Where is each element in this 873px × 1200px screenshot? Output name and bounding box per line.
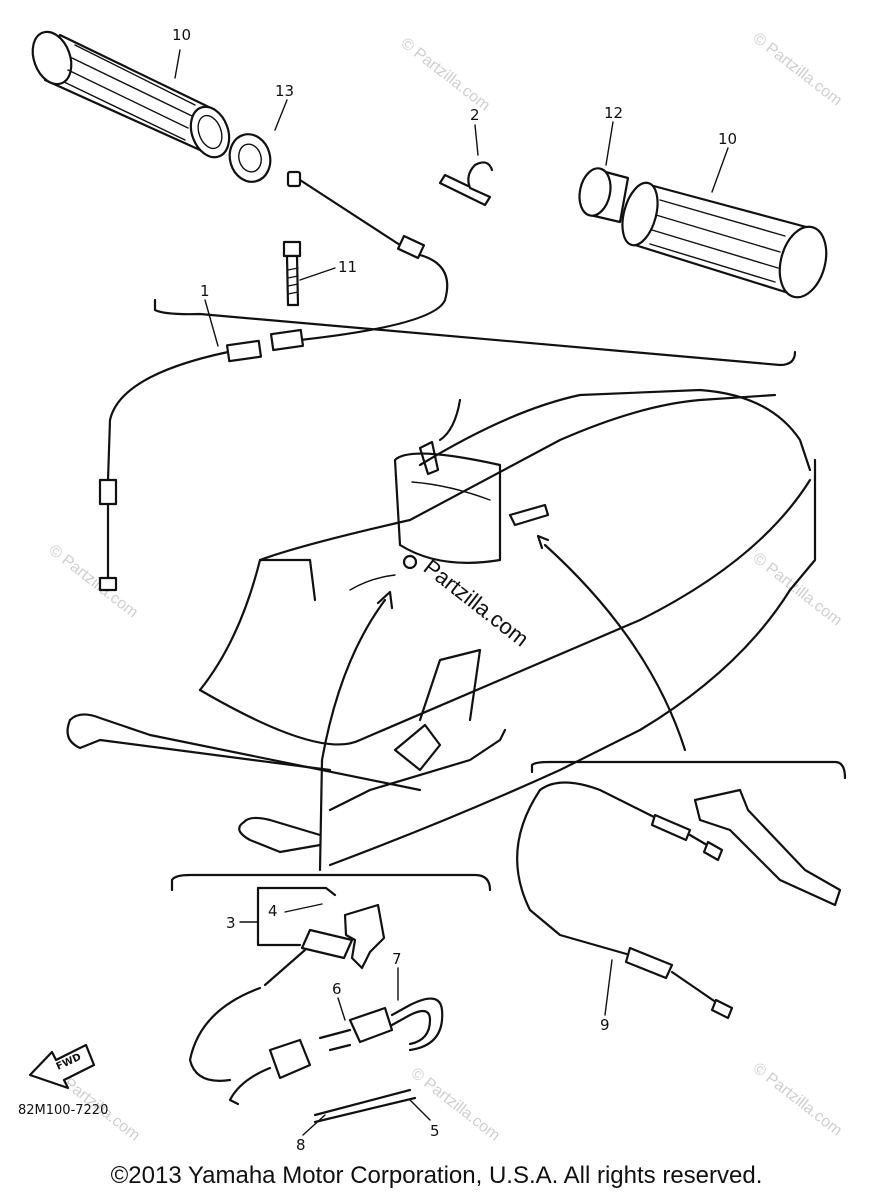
group-bracket-lower-right <box>530 760 847 780</box>
callout-12: 12 <box>604 104 623 122</box>
part-1-throttle-cable <box>98 170 449 592</box>
callout-5: 5 <box>430 1122 440 1140</box>
callout-2: 2 <box>470 106 480 124</box>
snowmobile-body <box>66 388 817 867</box>
part-2-clip <box>438 161 494 207</box>
part-10-left-grip <box>31 30 231 159</box>
part-12-collar <box>578 167 630 224</box>
leader-arrows <box>318 398 687 872</box>
part-3-4-switch-assy <box>188 886 386 1082</box>
part-11-screw <box>282 240 302 307</box>
watermark: © Partzilla.com <box>750 550 845 630</box>
callout-11: 11 <box>338 258 357 276</box>
part-13-collar <box>228 133 272 183</box>
callout-leaders <box>174 49 729 1136</box>
group-bracket-top <box>153 298 797 367</box>
watermark: © Partzilla.com <box>750 30 845 110</box>
watermark: © Partzilla.com <box>750 1060 845 1140</box>
watermark: © Partzilla.com <box>408 1065 503 1145</box>
callout-4: 4 <box>268 902 278 920</box>
callout-13: 13 <box>275 82 294 100</box>
part-5-6-7-8-cables <box>228 997 444 1124</box>
copyright-notice: ©2013 Yamaha Motor Corporation, U.S.A. A… <box>110 1162 763 1189</box>
callout-7: 7 <box>392 950 402 968</box>
fwd-arrow-icon: FWD <box>28 1043 96 1090</box>
part-10-right-grip <box>621 181 828 299</box>
group-bracket-lower-left <box>170 873 492 892</box>
callout-9: 9 <box>600 1016 610 1034</box>
watermark: © Partzilla.com <box>398 35 493 115</box>
diagram-code: 82M100-7220 <box>18 1103 108 1118</box>
callout-10: 10 <box>172 26 191 44</box>
callout-6: 6 <box>332 980 342 998</box>
watermark-center: Partzilla.com <box>419 554 534 651</box>
callout-8: 8 <box>296 1136 306 1154</box>
watermark: © Partzilla.com <box>46 542 141 622</box>
callout-10: 10 <box>718 130 737 148</box>
callouts: 10 13 2 12 10 11 1 3 4 7 6 8 5 9 <box>172 26 737 1154</box>
part-9-brake-cable-lever <box>516 781 842 1020</box>
callout-1: 1 <box>200 282 210 300</box>
callout-3: 3 <box>226 914 236 932</box>
